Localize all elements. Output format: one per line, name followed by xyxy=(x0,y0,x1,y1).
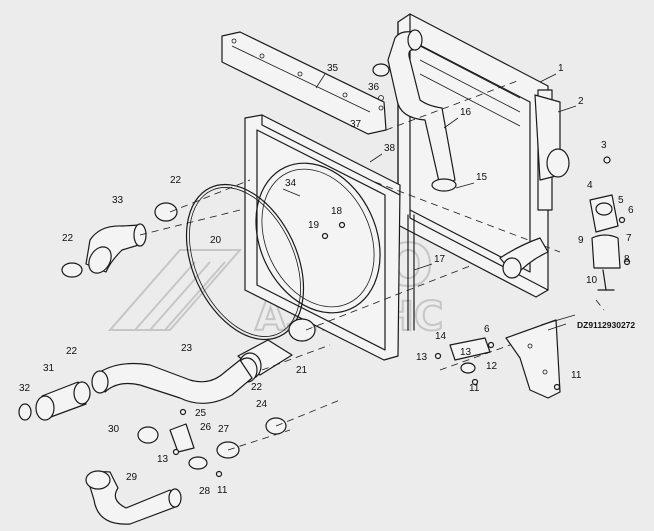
callout-c19: 19 xyxy=(308,220,320,231)
callout-c9: 9 xyxy=(578,235,584,246)
callout-c21: 21 xyxy=(296,365,308,376)
callout-c22a: 22 xyxy=(170,175,182,186)
callout-c13a: 13 xyxy=(416,352,428,363)
lower-bracket-25-28 xyxy=(137,408,240,478)
callout-c24: 24 xyxy=(256,399,268,410)
callout-c25: 25 xyxy=(195,408,207,419)
part-number-label: DZ9112930272 xyxy=(577,320,635,330)
callout-c18: 18 xyxy=(331,206,343,217)
callout-c3: 3 xyxy=(601,140,607,151)
assembly-lines xyxy=(139,79,605,451)
callout-c15: 15 xyxy=(476,172,488,183)
callout-c2: 2 xyxy=(578,96,584,107)
leader-lines xyxy=(282,73,577,331)
callout-c13c: 13 xyxy=(157,454,169,465)
seal-ring xyxy=(185,183,305,341)
callout-c8: 8 xyxy=(624,254,630,265)
callout-c1: 1 xyxy=(558,63,564,74)
callout-c29: 29 xyxy=(126,472,138,483)
bottom-hose-29 xyxy=(85,470,182,525)
callout-c36: 36 xyxy=(368,82,380,93)
callout-c16: 16 xyxy=(460,107,472,118)
callout-c11c: 11 xyxy=(217,485,228,496)
callout-c27: 27 xyxy=(218,424,230,435)
long-pipe-23 xyxy=(91,359,253,404)
callout-c20: 20 xyxy=(210,235,222,246)
callout-c17: 17 xyxy=(434,254,446,265)
clamp-36 xyxy=(372,63,390,111)
callout-c22c: 22 xyxy=(66,346,78,357)
callout-c37: 37 xyxy=(350,119,362,130)
callout-c34: 34 xyxy=(285,178,297,189)
mount-bracket-assembly xyxy=(589,156,631,291)
callout-c12: 12 xyxy=(486,361,498,372)
callout-c28: 28 xyxy=(199,486,211,497)
lower-right-bracket xyxy=(505,314,576,399)
callout-c13b: 13 xyxy=(460,347,472,358)
callout-c32: 32 xyxy=(19,383,31,394)
callout-c22d: 22 xyxy=(251,382,263,393)
callout-c30: 30 xyxy=(108,424,120,435)
inlet-elbow xyxy=(61,202,178,278)
callout-c22b: 22 xyxy=(62,233,74,244)
lower-left-hose xyxy=(18,381,91,421)
callout-c6: 6 xyxy=(628,205,634,216)
callout-c6b: 6 xyxy=(484,324,490,335)
callout-c14: 14 xyxy=(435,331,447,342)
bolt-18 xyxy=(338,221,346,229)
callout-c7: 7 xyxy=(626,233,632,244)
callout-c38: 38 xyxy=(384,143,396,154)
callout-c23: 23 xyxy=(181,343,193,354)
callout-c4: 4 xyxy=(587,180,593,191)
bolt-19 xyxy=(321,232,329,240)
callout-c5: 5 xyxy=(618,195,624,206)
callout-c11a: 11 xyxy=(571,370,582,381)
callout-c31: 31 xyxy=(43,363,55,374)
callout-c35: 35 xyxy=(327,63,339,74)
callout-c11b: 11 xyxy=(469,383,480,394)
radiator-outlet-pipe xyxy=(499,148,570,279)
callout-c10: 10 xyxy=(586,275,598,286)
callout-c26: 26 xyxy=(200,422,212,433)
watermark-logo xyxy=(107,249,243,331)
callout-c33: 33 xyxy=(112,195,124,206)
upper-hose xyxy=(387,29,457,192)
